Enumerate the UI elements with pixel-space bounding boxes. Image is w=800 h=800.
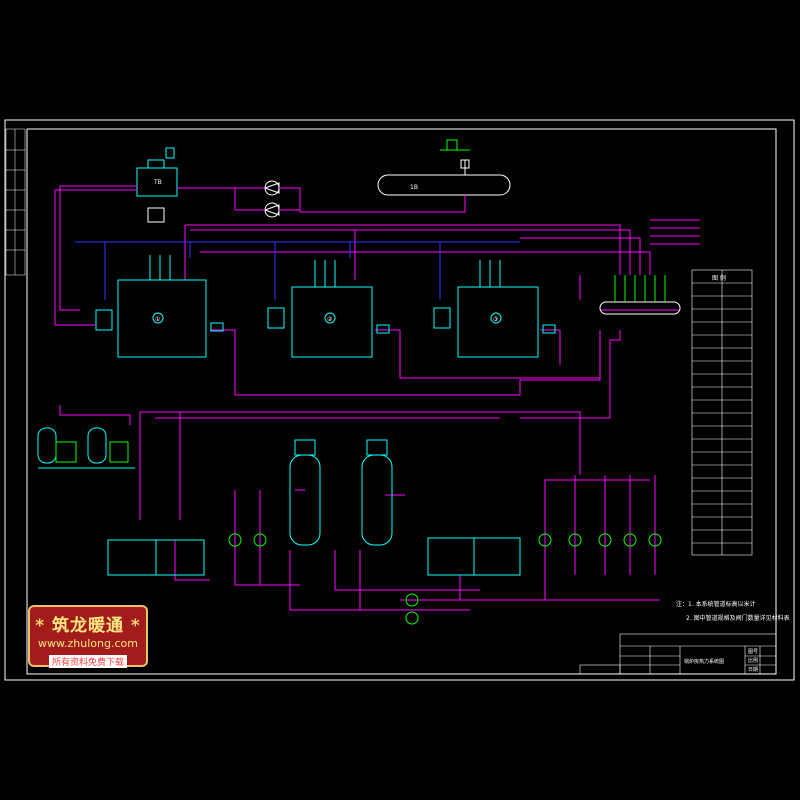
boiler-2: ② (267, 286, 390, 358)
storage-tanks-bottom (107, 537, 521, 576)
boiler-1: ① (95, 279, 224, 358)
boiler-1-label: ① (155, 316, 160, 323)
drawing-frame-outer (4, 119, 795, 681)
oil-tank-label: 1B (410, 184, 418, 191)
feed-pumps (263, 180, 280, 218)
pipe-network-blue (75, 241, 520, 300)
legend-header: 图 例 (712, 274, 726, 282)
boiler-3: ③ (433, 286, 556, 358)
deaerators (289, 439, 393, 546)
note-line-2: 2. 图中管道规格及阀门数量详见材料表 (686, 614, 790, 622)
note-line-1: 注：1. 本系统管道标高以米计 (676, 600, 756, 608)
tank-label: TB (153, 179, 162, 186)
water-tank-tb: TB (136, 147, 178, 223)
legend-table (691, 269, 753, 556)
circulation-pumps (228, 533, 662, 625)
watermark-badge: * 筑龙暖通 * www.zhulong.com 所有资料免费下载 (28, 605, 148, 668)
boiler-3-label: ③ (493, 316, 498, 323)
pipe-network-magenta (54, 185, 700, 611)
watermark-title: * 筑龙暖通 * (35, 616, 141, 636)
softener-units (37, 427, 135, 469)
watermark-url: www.zhulong.com (38, 637, 138, 650)
tb-label-2: 比例 (748, 657, 758, 664)
tb-label-1: 图号 (748, 649, 758, 655)
tb-label-3: 日期 (748, 667, 758, 673)
drawing-title: 锅炉房热力系统图 (684, 658, 724, 665)
binding-strip (5, 128, 26, 276)
boiler-2-label: ② (327, 316, 333, 323)
watermark-subtitle: 所有资料免费下载 (48, 655, 127, 668)
drawing-frame-inner (26, 128, 777, 675)
distributor-manifold (599, 275, 681, 315)
oil-tank-1b: 1B (377, 139, 511, 196)
boiler-top-fittings (149, 255, 501, 287)
title-block (579, 633, 777, 675)
